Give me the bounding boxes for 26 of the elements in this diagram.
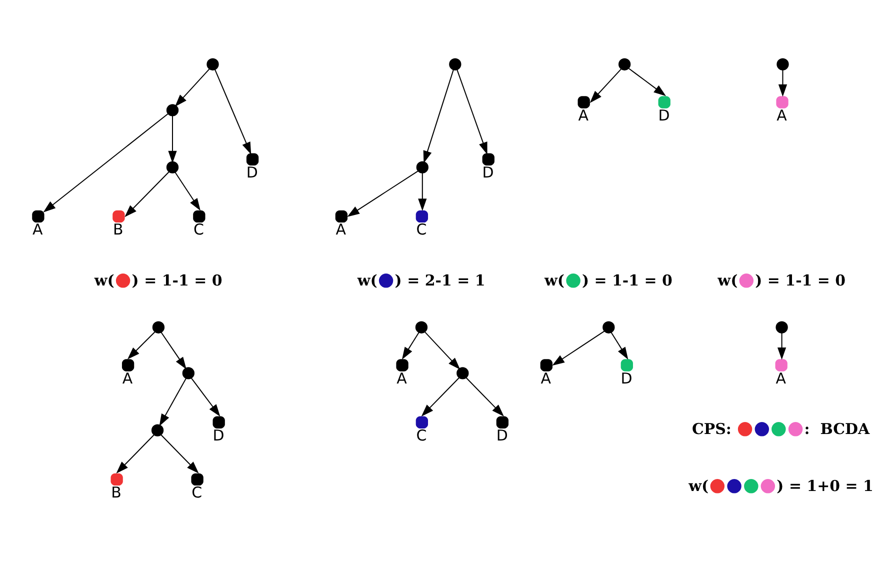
node-label: A: [336, 220, 346, 238]
label: CPS: ●●●●: BCDA: [692, 416, 870, 439]
node-label: C: [416, 220, 427, 238]
node-label: D: [620, 368, 632, 387]
label: w(●) = 1-1 = 0: [544, 268, 672, 290]
label: w(●) = 2-1 = 1: [357, 268, 486, 290]
node-label: A: [776, 368, 786, 387]
node-label: D: [658, 106, 670, 124]
node-label: C: [416, 426, 427, 444]
node-label: D: [246, 162, 258, 181]
label: w(●●●●) = 1+0 = 1: [688, 474, 874, 496]
node-label: D: [482, 162, 494, 181]
node-label: D: [212, 426, 224, 444]
node-label: A: [776, 106, 787, 124]
node-label: A: [396, 368, 407, 387]
node-label: A: [32, 220, 43, 238]
node-label: D: [496, 426, 508, 444]
node-label: C: [194, 220, 204, 238]
node-label: B: [111, 483, 122, 502]
node-label: B: [113, 220, 124, 238]
label: w(●) = 1-1 = 0: [718, 268, 846, 290]
label: w(●) = 1-1 = 0: [94, 268, 222, 290]
node-label: A: [540, 368, 552, 387]
node-label: A: [122, 368, 133, 387]
node-label: C: [192, 483, 202, 502]
node-label: A: [578, 106, 588, 124]
